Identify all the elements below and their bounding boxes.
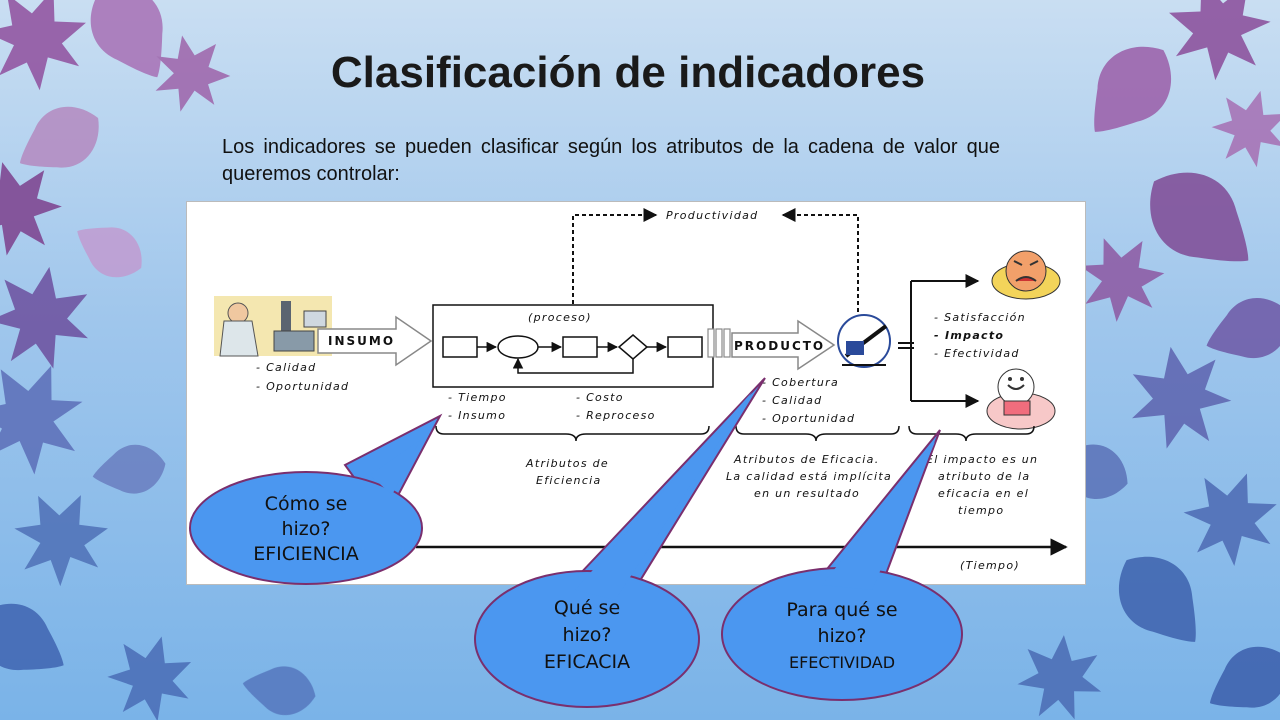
proceso-attr-tiempo: - Tiempo	[448, 391, 507, 404]
producto-attr-oportunidad: - Oportunidad	[762, 412, 855, 425]
output-bars	[707, 328, 731, 358]
impacto-note-4: tiempo	[958, 504, 1004, 517]
callout-eficiencia: Cómo se hizo? EFICIENCIA	[189, 413, 443, 585]
producto-arrow	[731, 319, 836, 371]
callout-efectividad-line1: Para qué se	[786, 599, 897, 621]
producto-attr-calidad: - Calidad	[762, 394, 822, 407]
eficacia-text-1: Atributos de Eficacia.	[733, 453, 880, 466]
eficacia-brace	[735, 425, 900, 442]
scientist-icon	[214, 296, 332, 357]
proceso-attr-insumo: - Insumo	[448, 409, 506, 422]
happy-customer-icon	[986, 368, 1056, 430]
impacto-note-1: El impacto es un	[926, 453, 1038, 466]
callout-efectividad-line2: hizo?	[817, 625, 866, 647]
productividad-loop	[572, 208, 859, 319]
productividad-label: Productividad	[666, 209, 758, 222]
value-chain-diagram: Productividad - Calidad - Oportunidad IN…	[214, 208, 1068, 572]
callout-eficiencia-line1: Cómo se	[265, 493, 348, 515]
impacto-attr-efectividad: - Efectividad	[934, 347, 1020, 360]
impacto-attr-satisfaccion: - Satisfacción	[934, 311, 1026, 324]
callout-efectividad: Para qué se hizo? EFECTIVIDAD	[721, 429, 963, 701]
proceso-attr-reproceso: - Reproceso	[576, 409, 656, 422]
callout-eficacia: Qué se hizo? EFICACIA	[474, 377, 766, 708]
producto-attr-cobertura: - Cobertura	[762, 376, 839, 389]
eficacia-text-3: en un resultado	[754, 487, 860, 500]
callout-eficiencia-line3: EFICIENCIA	[253, 543, 359, 565]
insumo-label: INSUMO	[328, 334, 395, 348]
callout-eficacia-line2: hizo?	[562, 624, 611, 646]
insumo-arrow	[317, 315, 433, 367]
tiempo-label: (Tiempo)	[960, 559, 1020, 572]
callout-efectividad-line3: EFECTIVIDAD	[789, 653, 895, 672]
impacto-note-2: atributo de la	[938, 470, 1030, 483]
insumo-attr-oportunidad: - Oportunidad	[256, 380, 349, 393]
eficiencia-text-2: Eficiencia	[536, 474, 602, 487]
proceso-label: (proceso)	[528, 311, 592, 324]
impacto-brace	[908, 425, 1035, 442]
unhappy-customer-icon	[991, 250, 1061, 300]
eficiencia-text-1: Atributos de	[525, 457, 609, 470]
impacto-note-3: eficacia en el	[938, 487, 1029, 500]
subtitle-text: Los indicadores se pueden clasificar seg…	[222, 136, 1000, 185]
eficiencia-brace	[435, 425, 710, 442]
eficacia-text-2: La calidad está implícita	[726, 470, 892, 483]
impacto-attr-impacto: - Impacto	[934, 329, 1004, 342]
callout-eficacia-line3: EFICACIA	[544, 651, 630, 673]
producto-label: PRODUCTO	[734, 339, 825, 353]
page-title: Clasificación de indicadores	[330, 48, 926, 97]
callout-eficacia-line1: Qué se	[554, 597, 620, 619]
measurement-icon	[837, 314, 891, 368]
proceso-attr-costo: - Costo	[576, 391, 624, 404]
callout-eficiencia-line2: hizo?	[281, 518, 330, 540]
insumo-attr-calidad: - Calidad	[256, 361, 316, 374]
